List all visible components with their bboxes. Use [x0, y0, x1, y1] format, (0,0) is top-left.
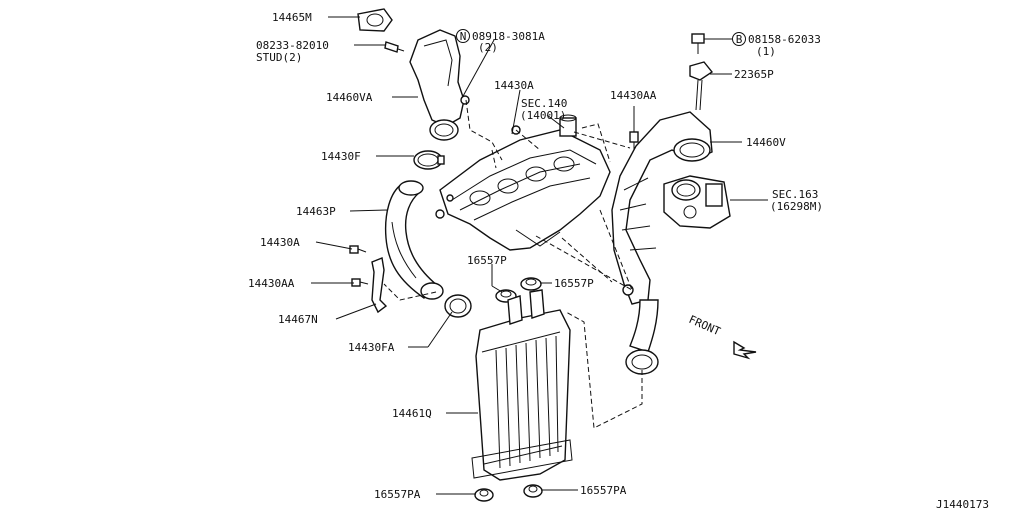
mark-b-text: B	[736, 33, 743, 46]
label-14430f: 14430F	[321, 150, 361, 163]
bolt-14430a-drawing	[349, 245, 367, 254]
hose-14463p-drawing	[384, 180, 444, 300]
label-14430aa-right: 14430AA	[610, 89, 657, 102]
clamp-14430fa-drawing	[444, 294, 472, 318]
front-arrow	[733, 340, 757, 360]
label-14430a: 14430A	[260, 236, 300, 249]
label-14430a-top: 14430A	[494, 79, 534, 92]
circle-n-mark: N	[456, 29, 470, 43]
label-sec163-ref: (16298M)	[770, 200, 823, 213]
label-22365p: 22365P	[734, 68, 774, 81]
label-16557pa-right: 16557PA	[580, 484, 627, 497]
label-sec140: SEC.140	[521, 97, 567, 110]
label-16557p-left: 16557P	[467, 254, 507, 267]
assembly-lines	[383, 99, 643, 429]
grommet-16557pa-left-drawing	[474, 488, 494, 502]
label-stud: STUD(2)	[256, 51, 302, 64]
label-16557pa-left: 16557PA	[374, 488, 421, 501]
leader-lines	[311, 16, 768, 495]
gasket-14465m-drawing	[357, 8, 393, 32]
grommet-16557pa-right-drawing	[523, 484, 543, 498]
label-front: FRONT	[687, 313, 723, 338]
label-14430aa: 14430AA	[248, 277, 295, 290]
circle-b-mark: B	[732, 32, 746, 46]
intake-manifold-drawing	[435, 114, 611, 251]
label-08918-qty: (2)	[478, 41, 498, 54]
stud-drawing	[384, 41, 405, 53]
label-08233-82010: 08233-82010	[256, 39, 329, 52]
bolt-08158-drawing	[691, 33, 705, 54]
air-duct-14460v-drawing	[611, 111, 713, 375]
label-16557p-right: 16557P	[554, 277, 594, 290]
label-08158-62033: 08158-62033	[748, 33, 821, 46]
label-08918-3081a: 08918-3081A	[472, 30, 545, 43]
bolt-14430aa-drawing	[351, 278, 369, 287]
label-14460va: 14460VA	[326, 91, 373, 104]
mark-n-text: N	[460, 30, 467, 43]
label-14463p: 14463P	[296, 205, 336, 218]
label-14461q: 14461Q	[392, 407, 432, 420]
clamp-14430f-drawing	[413, 150, 445, 170]
diagram-id: J1440173	[936, 498, 989, 511]
label-14460v: 14460V	[746, 136, 786, 149]
label-14465m: 14465M	[272, 11, 312, 24]
sensor-22365p-drawing	[689, 61, 714, 111]
air-duct-14460va-drawing	[409, 29, 470, 141]
label-08158-qty: (1)	[756, 45, 776, 58]
label-sec163: SEC.163	[772, 188, 818, 201]
label-14430fa: 14430FA	[348, 341, 395, 354]
label-sec140-ref: (14001)	[520, 109, 566, 122]
label-14467n: 14467N	[278, 313, 318, 326]
bracket-14467n-drawing	[371, 257, 388, 314]
intercooler-14461q-drawing	[471, 289, 573, 481]
throttle-body-drawing	[663, 175, 731, 229]
grommet-16557p-right-drawing	[520, 277, 542, 291]
